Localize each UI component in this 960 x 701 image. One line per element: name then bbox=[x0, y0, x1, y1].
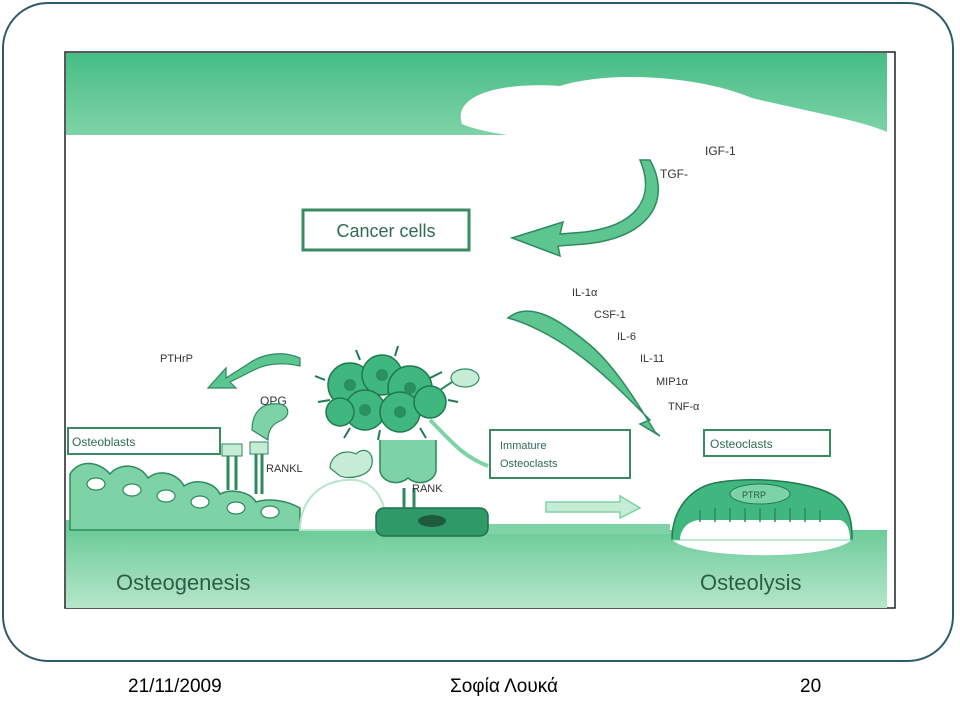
arrow-tgf-to-cancer bbox=[509, 159, 659, 258]
arrow-pthrp bbox=[206, 353, 301, 389]
osteolysis-label: Osteolysis bbox=[700, 570, 801, 595]
mip-label: MIP1α bbox=[656, 376, 689, 388]
footer-date: 21/11/2009 bbox=[128, 676, 222, 697]
immature-label-2: Osteoclasts bbox=[500, 458, 558, 470]
osteoblasts-label: Osteoblasts bbox=[72, 435, 135, 449]
top-white-blob bbox=[460, 76, 887, 156]
footer-page-number: 20 bbox=[800, 676, 822, 697]
cancer-cells-label: Cancer cells bbox=[336, 221, 435, 241]
arrow-maturation bbox=[545, 494, 642, 520]
osteoclast-precursor bbox=[329, 440, 489, 537]
rankl-receptors bbox=[226, 450, 264, 494]
tgf-label: TGF- bbox=[660, 167, 688, 181]
osteoblast-cells bbox=[69, 462, 301, 531]
tnf-label: TNF-α bbox=[668, 401, 700, 413]
footer-author: Σοφία Λουκά bbox=[450, 676, 558, 697]
tumor-cluster bbox=[325, 354, 447, 433]
immature-label-1: Immature bbox=[500, 440, 546, 452]
arrow-cytokines bbox=[506, 310, 661, 437]
ptrp-label: PTRP bbox=[742, 490, 766, 500]
rank-label: RANK bbox=[412, 483, 443, 495]
igf-label: IGF-1 bbox=[705, 144, 736, 158]
osteoclasts-label: Osteoclasts bbox=[710, 437, 773, 451]
il1-label: IL-1α bbox=[572, 287, 598, 299]
osteoblasts-box bbox=[67, 427, 221, 455]
osteogenesis-label: Osteogenesis bbox=[116, 570, 251, 595]
cancer-cells-box bbox=[301, 208, 471, 252]
il6-label: IL-6 bbox=[617, 331, 636, 343]
opg-molecule bbox=[251, 403, 289, 442]
mature-osteoclast bbox=[671, 479, 853, 541]
csf-label: CSF-1 bbox=[594, 309, 626, 321]
immature-osteoclasts-box bbox=[489, 429, 631, 479]
rankl-label: RANKL bbox=[266, 463, 303, 475]
osteoclasts-box bbox=[703, 429, 831, 457]
il11-label: IL-11 bbox=[640, 353, 664, 365]
pthrp-label: PTHrP bbox=[160, 353, 193, 365]
